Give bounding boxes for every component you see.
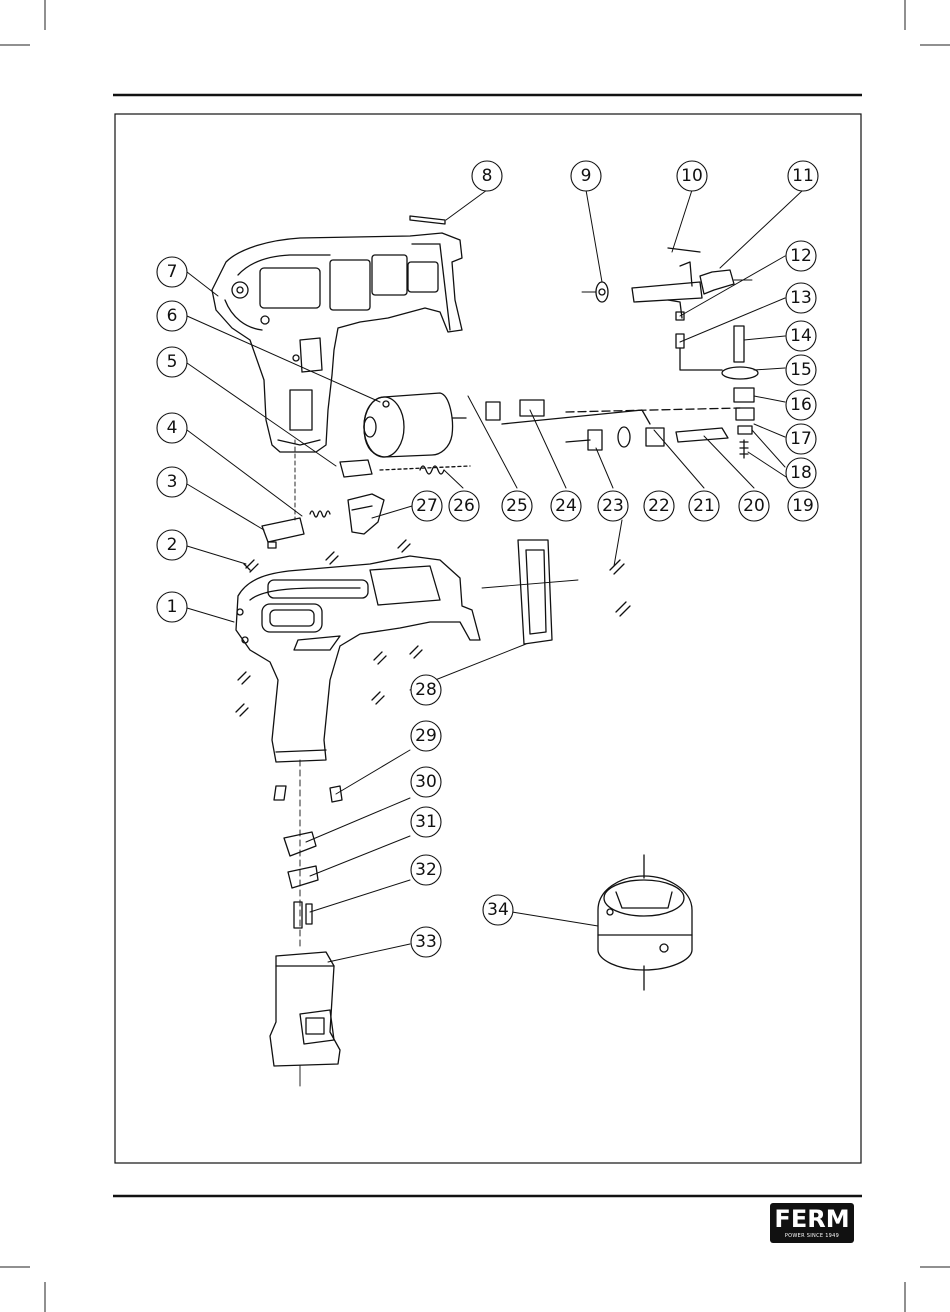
callout-24: 24 [555, 496, 577, 516]
switch-button [340, 460, 372, 477]
pin-part-8 [410, 216, 445, 224]
callout-circles [157, 161, 818, 957]
callout-17: 17 [790, 429, 812, 449]
callout-21: 21 [693, 496, 715, 516]
ferm-logo: FERM POWER SINCE 1949 [770, 1203, 854, 1243]
callout-30: 30 [415, 772, 437, 792]
callout-31: 31 [415, 812, 437, 832]
callout-23: 23 [602, 496, 624, 516]
callout-16: 16 [790, 395, 812, 415]
battery-pack [270, 952, 340, 1066]
callout-4: 4 [167, 418, 178, 438]
gear-assembly [486, 248, 758, 458]
callout-28: 28 [415, 680, 437, 700]
callout-20: 20 [743, 496, 765, 516]
callout-11: 11 [792, 166, 814, 186]
callout-13: 13 [790, 288, 812, 308]
callout-14: 14 [790, 326, 812, 346]
callout-6: 6 [167, 306, 178, 326]
callout-12: 12 [790, 246, 812, 266]
alignment-lines [295, 280, 752, 1086]
trigger-part-27 [348, 494, 384, 534]
small-parts [274, 786, 342, 928]
upper-housing-half [212, 233, 462, 452]
battery-cover [518, 540, 552, 644]
micro-switch [262, 518, 304, 548]
spring-part-4 [310, 511, 330, 517]
spring-part-26 [380, 466, 470, 474]
callout-3: 3 [167, 472, 178, 492]
drawing-frame [115, 114, 861, 1163]
leader-lines [187, 190, 803, 962]
callout-9: 9 [581, 166, 592, 186]
brand-name: FERM [770, 1205, 854, 1233]
callout-8: 8 [482, 166, 493, 186]
motor [364, 393, 466, 457]
callout-1: 1 [167, 597, 178, 617]
callout-10: 10 [681, 166, 703, 186]
callout-32: 32 [415, 860, 437, 880]
callout-7: 7 [167, 262, 178, 282]
callout-27: 27 [416, 496, 438, 516]
callout-2: 2 [167, 535, 178, 555]
callout-33: 33 [415, 932, 437, 952]
callout-22: 22 [648, 496, 670, 516]
callout-15: 15 [790, 360, 812, 380]
callout-34: 34 [487, 900, 509, 920]
lower-housing-half [236, 556, 480, 762]
callout-25: 25 [506, 496, 528, 516]
callout-5: 5 [167, 352, 178, 372]
callout-29: 29 [415, 726, 437, 746]
callout-26: 26 [453, 496, 475, 516]
callout-18: 18 [790, 463, 812, 483]
callout-numbers: 1 2 3 4 5 6 7 8 9 10 11 12 13 14 15 16 1… [167, 166, 814, 952]
brand-tagline: POWER SINCE 1949 [770, 1232, 854, 1240]
collar-part-34 [598, 855, 692, 990]
callout-19: 19 [792, 496, 814, 516]
